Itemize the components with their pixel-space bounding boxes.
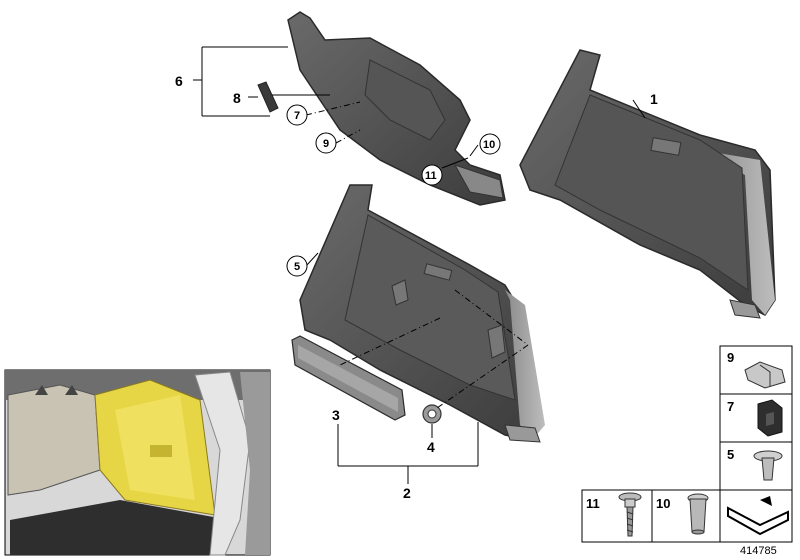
part-8-clip bbox=[257, 81, 279, 113]
fastener-5-push-rivet-icon bbox=[753, 450, 783, 481]
label-8: 8 bbox=[233, 90, 241, 106]
label-9: 9 bbox=[323, 138, 329, 150]
label-5: 5 bbox=[294, 261, 300, 273]
fastener-11-screw-icon bbox=[618, 492, 642, 537]
legend-label-5: 5 bbox=[727, 447, 734, 462]
vehicle-inset-image bbox=[4, 369, 271, 556]
part-2-trim-panel bbox=[299, 184, 545, 443]
label-6: 6 bbox=[175, 73, 183, 89]
label-10: 10 bbox=[483, 139, 495, 151]
label-4: 4 bbox=[427, 439, 435, 455]
fastener-legend: 9 7 5 11 10 bbox=[581, 345, 793, 543]
label-1: 1 bbox=[650, 91, 658, 107]
legend-label-10: 10 bbox=[656, 496, 670, 511]
part-3-sill-strip bbox=[291, 335, 406, 421]
label-7: 7 bbox=[294, 110, 300, 122]
callouts: 6 8 7 9 10 11 1 5 3 4 2 bbox=[175, 73, 658, 501]
label-2: 2 bbox=[403, 485, 411, 501]
legend-label-9: 9 bbox=[727, 350, 734, 365]
kit-symbol-icon bbox=[727, 496, 789, 536]
label-3: 3 bbox=[332, 407, 340, 423]
part-1-trim-panel bbox=[519, 49, 776, 319]
legend-label-7: 7 bbox=[727, 399, 734, 414]
part-6-pillar-trim bbox=[287, 11, 506, 206]
fastener-10-nut-icon bbox=[687, 493, 709, 535]
part-4-washer bbox=[422, 404, 442, 424]
fastener-9-clip-icon bbox=[744, 361, 786, 389]
legend-label-11: 11 bbox=[586, 496, 600, 511]
reference-number: 414785 bbox=[740, 545, 777, 557]
label-11: 11 bbox=[425, 170, 437, 182]
fastener-7-block-icon bbox=[757, 399, 783, 437]
leader-lines bbox=[193, 46, 646, 484]
